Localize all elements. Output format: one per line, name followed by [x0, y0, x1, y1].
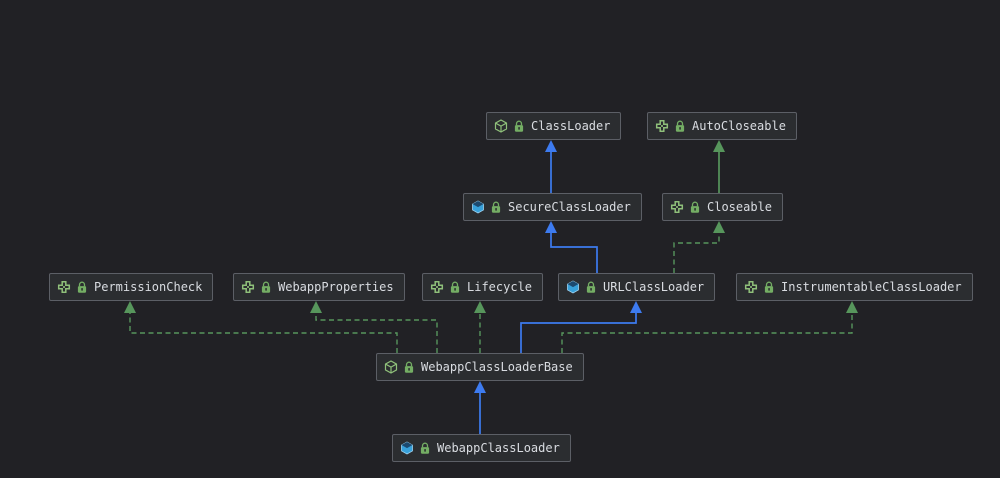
- node-label: Closeable: [707, 200, 773, 214]
- lock-icon: [449, 281, 461, 294]
- node-webappproperties[interactable]: WebappProperties: [233, 273, 405, 301]
- node-lifecycle[interactable]: Lifecycle: [422, 273, 544, 301]
- class-icon: [471, 200, 485, 214]
- class-icon: [566, 280, 580, 294]
- node-autocloseable[interactable]: AutoCloseable: [647, 112, 797, 140]
- interface-icon: [241, 280, 255, 294]
- edge-SecureClassLoader-to-ClassLoader[interactable]: [545, 140, 557, 193]
- lock-icon: [260, 281, 272, 294]
- lock-icon: [490, 201, 502, 214]
- edge-WebappClassLoaderBase-to-InstrumentableClassLoader[interactable]: [561, 301, 858, 353]
- arrowhead: [310, 301, 322, 313]
- node-urlclassloader[interactable]: URLClassLoader: [558, 273, 716, 301]
- edge-URLClassLoader-to-SecureClassLoader[interactable]: [545, 221, 598, 273]
- class-icon: [400, 441, 414, 455]
- edge-URLClassLoader-to-Closeable[interactable]: [673, 221, 725, 273]
- edge-WebappClassLoaderBase-to-URLClassLoader[interactable]: [520, 301, 642, 353]
- arrowhead: [545, 221, 557, 233]
- node-webappclassloader[interactable]: WebappClassLoader: [392, 434, 571, 462]
- lock-icon: [763, 281, 775, 294]
- node-instrumentableclassloader[interactable]: InstrumentableClassLoader: [736, 273, 973, 301]
- interface-icon: [430, 280, 444, 294]
- lock-icon: [674, 120, 686, 133]
- node-label: ClassLoader: [531, 119, 611, 133]
- node-label: URLClassLoader: [603, 280, 705, 294]
- lock-icon: [585, 281, 597, 294]
- node-label: Lifecycle: [467, 280, 533, 294]
- edge-WebappClassLoader-to-WebappClassLoaderBase[interactable]: [474, 381, 486, 434]
- node-secureclassloader[interactable]: SecureClassLoader: [463, 193, 642, 221]
- node-permissioncheck[interactable]: PermissionCheck: [49, 273, 214, 301]
- edge-WebappClassLoaderBase-to-PermissionCheck[interactable]: [124, 301, 398, 353]
- arrowhead: [846, 301, 858, 313]
- edge-Closeable-to-AutoCloseable[interactable]: [713, 140, 725, 193]
- arrowhead: [713, 221, 725, 233]
- lock-icon: [689, 201, 701, 214]
- abstract-class-icon: [494, 119, 508, 133]
- node-label: WebappClassLoader: [437, 441, 560, 455]
- abstract-class-icon: [384, 360, 398, 374]
- lock-icon: [76, 281, 88, 294]
- node-classloader[interactable]: ClassLoader: [486, 112, 622, 140]
- arrowhead: [124, 301, 136, 313]
- node-closeable[interactable]: Closeable: [662, 193, 784, 221]
- interface-icon: [655, 119, 669, 133]
- arrowhead: [630, 301, 642, 313]
- node-label: WebappClassLoaderBase: [421, 360, 573, 374]
- interface-icon: [670, 200, 684, 214]
- lock-icon: [513, 120, 525, 133]
- arrowhead: [474, 301, 486, 313]
- arrowhead: [545, 140, 557, 152]
- edge-WebappClassLoaderBase-to-WebappProperties[interactable]: [310, 301, 438, 353]
- node-label: AutoCloseable: [692, 119, 786, 133]
- node-webappclassloaderbase[interactable]: WebappClassLoaderBase: [376, 353, 584, 381]
- node-label: PermissionCheck: [94, 280, 203, 294]
- node-label: InstrumentableClassLoader: [781, 280, 962, 294]
- interface-icon: [57, 280, 71, 294]
- node-label: SecureClassLoader: [508, 200, 631, 214]
- interface-icon: [744, 280, 758, 294]
- edge-WebappClassLoaderBase-to-Lifecycle[interactable]: [474, 301, 486, 353]
- arrowhead: [713, 140, 725, 152]
- arrowhead: [474, 381, 486, 393]
- lock-icon: [403, 361, 415, 374]
- lock-icon: [419, 442, 431, 455]
- node-label: WebappProperties: [278, 280, 394, 294]
